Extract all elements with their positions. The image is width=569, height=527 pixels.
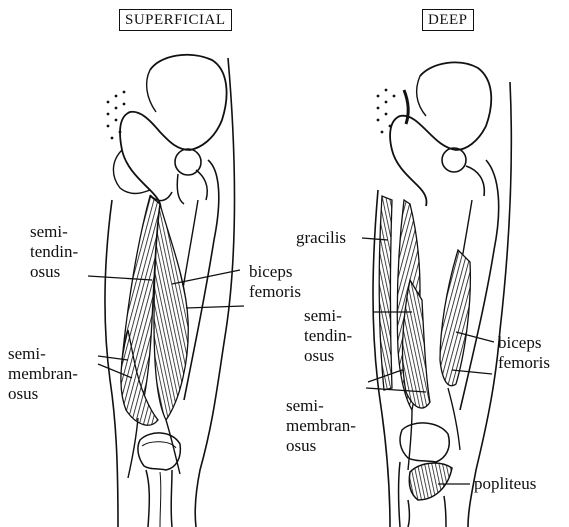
deep-muscles	[379, 196, 470, 470]
label-line: femoris	[249, 282, 301, 302]
superficial-biceps-femoris-muscle	[154, 204, 188, 420]
label-line: osus	[304, 346, 352, 366]
deep-femoral-head	[442, 148, 466, 172]
label-line: biceps	[249, 262, 301, 282]
deep-thigh-outline	[468, 82, 511, 527]
deep-panel-title: DEEP	[422, 9, 474, 31]
label-deep-gracilis: gracilis	[296, 228, 346, 248]
label-superficial-semitendinosus: semi- tendin- osus	[30, 222, 78, 282]
superficial-thigh-outline	[195, 58, 234, 527]
superficial-muscles	[121, 196, 188, 478]
label-deep-popliteus: popliteus	[474, 474, 536, 494]
superficial-thigh-inner-outline	[105, 200, 118, 527]
label-line: semi-	[286, 396, 356, 416]
label-line: biceps	[498, 333, 550, 353]
label-line: semi-	[8, 344, 78, 364]
superficial-sacrum-dots	[107, 91, 126, 140]
deep-biceps-femoris-muscle	[440, 250, 470, 386]
deep-leg	[373, 62, 511, 527]
superficial-knee-fill	[142, 442, 176, 448]
deep-knee	[399, 423, 453, 527]
label-line: femoris	[498, 353, 550, 373]
label-deep-semimembranosus: semi- membran- osus	[286, 396, 356, 456]
label-line: osus	[286, 436, 356, 456]
deep-sacrum-dots	[377, 89, 396, 134]
deep-semimembranosus-muscle	[403, 280, 430, 408]
label-line: semi-	[30, 222, 78, 242]
label-line: tendin-	[30, 242, 78, 262]
label-line: membran-	[8, 364, 78, 384]
superficial-pelvis	[120, 55, 227, 210]
label-line: membran-	[286, 416, 356, 436]
label-deep-semitendinosus: semi- tendin- osus	[304, 306, 352, 366]
superficial-panel-title: SUPERFICIAL	[119, 9, 232, 31]
label-deep-biceps-femoris: biceps femoris	[498, 333, 550, 373]
deep-gracilis-muscle	[379, 196, 392, 390]
label-line: popliteus	[474, 474, 536, 494]
leader-sup-biceps-2	[186, 306, 244, 308]
label-line: osus	[8, 384, 78, 404]
label-line: gracilis	[296, 228, 346, 248]
label-line: tendin-	[304, 326, 352, 346]
label-superficial-semimembranosus: semi- membran- osus	[8, 344, 78, 404]
label-line: semi-	[304, 306, 352, 326]
deep-pelvis	[390, 62, 491, 206]
label-superficial-biceps-femoris: biceps femoris	[249, 262, 301, 302]
label-line: osus	[30, 262, 78, 282]
deep-popliteus-muscle	[409, 463, 452, 500]
